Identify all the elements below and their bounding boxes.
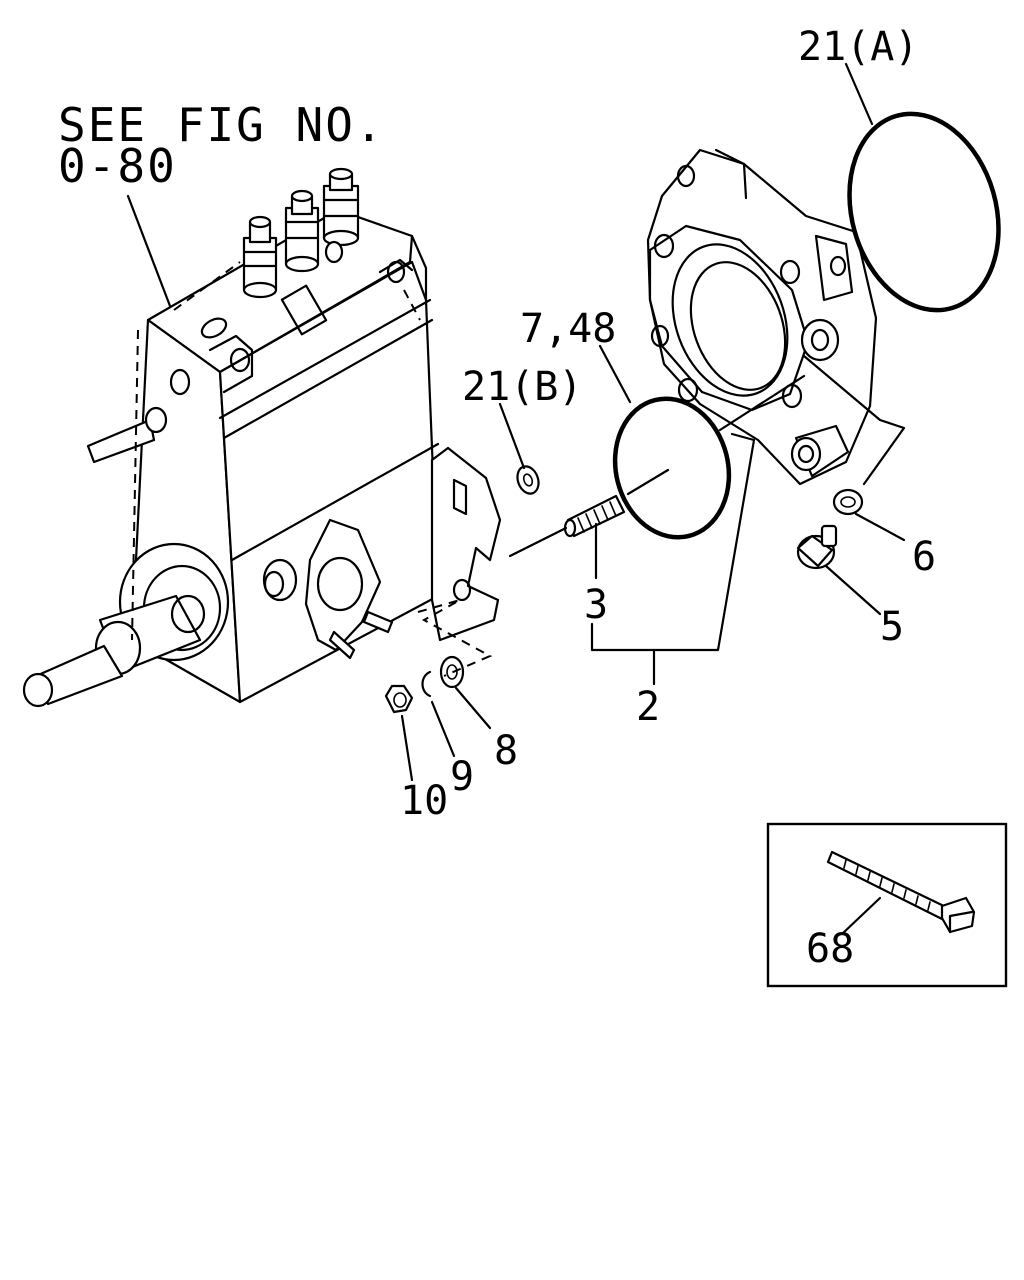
callout-68: 68 <box>806 926 854 972</box>
o-ring-21a <box>847 111 1001 313</box>
lock-washer-9 <box>421 670 432 698</box>
cable-tie-68 <box>826 850 976 934</box>
plug-5 <box>796 524 838 570</box>
callout-10: 10 <box>400 778 448 824</box>
o-ring-7-48 <box>612 396 732 540</box>
inset-cable-tie: 68 <box>766 822 1008 988</box>
delivery-valve-holders <box>242 167 360 299</box>
stud-3 <box>563 494 626 538</box>
callout-2: 2 <box>636 684 660 730</box>
washer-8 <box>439 655 465 689</box>
governor-housing <box>646 148 878 486</box>
callout-7-48: 7,48 <box>520 306 616 352</box>
callout-8: 8 <box>494 728 518 774</box>
nut-10 <box>384 684 414 714</box>
washer-21b <box>516 465 540 495</box>
leader-lines <box>400 62 906 782</box>
callout-21a: 21(A) <box>798 24 918 70</box>
callout-3: 3 <box>584 582 608 628</box>
callout-6: 6 <box>912 534 936 580</box>
callout-5: 5 <box>880 604 904 650</box>
reference-line-1: SEE FIG NO. <box>58 98 385 152</box>
camshaft <box>22 542 230 708</box>
pump-dash-lines <box>131 261 421 641</box>
reference-line-2: 0-80 <box>58 139 177 193</box>
callout-9: 9 <box>450 754 474 800</box>
callout-21b: 21(B) <box>462 364 582 410</box>
bracket <box>430 446 502 642</box>
washer-6 <box>832 488 864 516</box>
mounting-flange <box>304 518 394 660</box>
reference-leader <box>126 194 172 308</box>
control-lever <box>86 406 168 464</box>
